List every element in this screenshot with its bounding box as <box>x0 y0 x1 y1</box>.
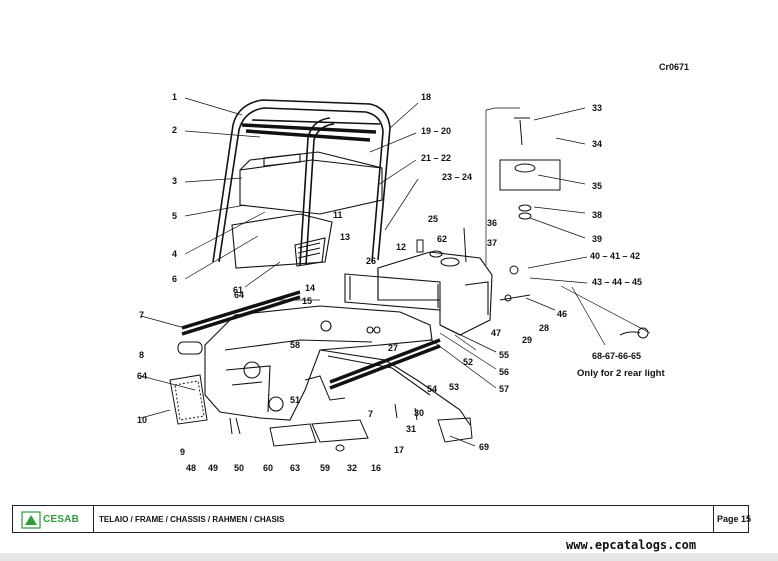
callout-label: 5 <box>172 211 178 221</box>
callout-label: 7 <box>139 310 145 320</box>
callout-label: 33 <box>592 103 603 113</box>
callout-label: 59 <box>320 463 331 473</box>
leader-lines <box>140 97 651 447</box>
callout-label: 10 <box>137 415 148 425</box>
callout-label: 11 <box>333 210 343 220</box>
callout-label: 34 <box>592 139 603 149</box>
callout-label: 68-67-66-65 <box>592 351 642 361</box>
callout-label: 36 <box>487 218 498 228</box>
callout-label: 13 <box>340 232 351 242</box>
overhead-guard <box>212 99 391 266</box>
callout-label: 64 <box>137 371 148 381</box>
website-link[interactable]: www.epcatalogs.com <box>566 538 697 552</box>
callout-label: 16 <box>371 463 382 473</box>
callout-label: 63 <box>290 463 301 473</box>
callout-label: 35 <box>592 181 603 191</box>
page-cell: Page 15 <box>713 506 752 532</box>
callout-label: 18 <box>421 92 432 102</box>
callout-label: 49 <box>208 463 219 473</box>
callout-label: 6 <box>172 274 178 284</box>
callout-label: 61 <box>233 285 244 295</box>
callout-label: 55 <box>499 350 510 360</box>
callout-label: 21 – 22 <box>421 153 452 163</box>
callout-label: 2 <box>172 125 178 135</box>
callout-label: 37 <box>487 238 498 248</box>
callout-label: 69 <box>479 442 490 452</box>
callout-label: 17 <box>394 445 405 455</box>
cesab-logo-icon <box>21 511 41 529</box>
callout-label: 62 <box>437 234 448 244</box>
page-number: Page 15 <box>717 514 752 524</box>
callout-label: 53 <box>449 382 460 392</box>
callout-label: 56 <box>499 367 510 377</box>
logo-cell: CESAB <box>13 506 94 532</box>
callout-label: 40 – 41 – 42 <box>590 251 641 261</box>
callout-label: 60 <box>263 463 274 473</box>
callout-label: 39 <box>592 234 603 244</box>
callout-label: 3 <box>172 176 178 186</box>
callout-label: 14 <box>305 283 316 293</box>
callout-label: 47 <box>491 328 502 338</box>
callout-label: 1 <box>172 92 178 102</box>
callout-label: 25 <box>428 214 439 224</box>
section-title: TELAIO / FRAME / CHASSIS / RAHMEN / CHAS… <box>99 515 285 524</box>
bottom-band <box>0 553 778 561</box>
callout-label: 54 <box>427 384 438 394</box>
chassis-frame <box>204 305 471 426</box>
callout-label: 32 <box>347 463 358 473</box>
engine-hood <box>344 250 493 336</box>
drawing-code: Cr0671 <box>659 62 690 72</box>
callout-label: 46 <box>557 309 568 319</box>
rear-light-bracket <box>485 107 520 265</box>
callout-label: 4 <box>172 249 178 259</box>
callout-label: 28 <box>539 323 550 333</box>
callout-label: 58 <box>290 340 301 350</box>
callout-label: 19 – 20 <box>421 126 452 136</box>
seat-housing <box>231 151 383 269</box>
callout-label: 43 – 44 – 45 <box>592 277 643 287</box>
callout-label: 26 <box>366 256 377 266</box>
callout-label: 23 – 24 <box>442 172 473 182</box>
logo-text: CESAB <box>43 514 80 525</box>
callout-label: 27 <box>388 343 399 353</box>
callout-label: 7 <box>368 409 374 419</box>
callout-label: 51 <box>290 395 301 405</box>
callout-label: 31 <box>406 424 417 434</box>
footer-bar: CESAB TELAIO / FRAME / CHASSIS / RAHMEN … <box>12 505 752 533</box>
callout-label: 12 <box>396 242 407 252</box>
callout-label: 50 <box>234 463 245 473</box>
loose-parts <box>169 117 649 452</box>
callout-label: 38 <box>592 210 603 220</box>
callout-label: 29 <box>522 335 533 345</box>
callout-label: 57 <box>499 384 510 394</box>
title-cell: TELAIO / FRAME / CHASSIS / RAHMEN / CHAS… <box>93 506 714 532</box>
callout-label: 8 <box>139 350 145 360</box>
callout-label: 48 <box>186 463 197 473</box>
callout-label: 30 <box>414 408 425 418</box>
callout-label: 15 <box>302 296 313 306</box>
callout-label: 64 <box>234 290 245 300</box>
callout-label: 9 <box>180 447 186 457</box>
callout-label: 52 <box>463 357 474 367</box>
rear-light-note: Only for 2 rear light <box>577 368 665 379</box>
